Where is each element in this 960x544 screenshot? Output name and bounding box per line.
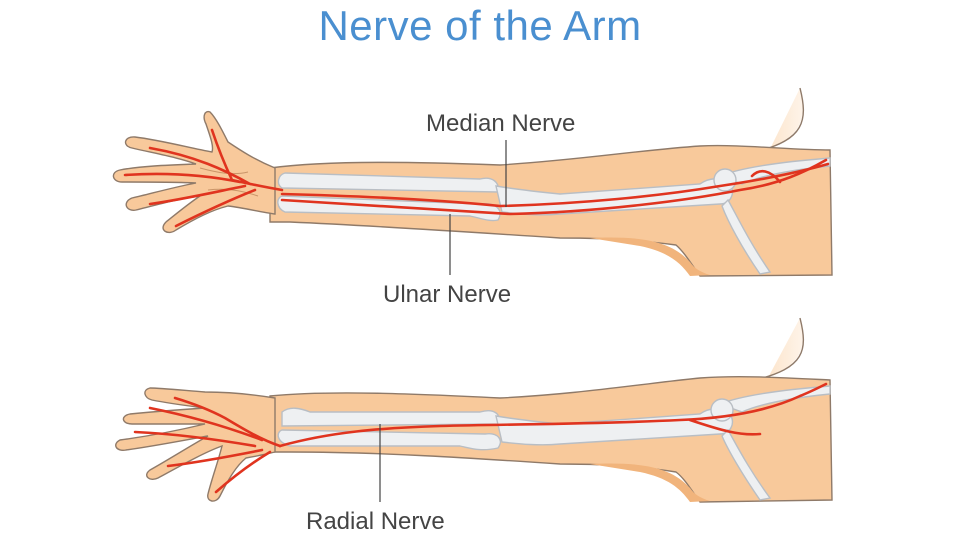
- top-hand: [112, 110, 276, 234]
- median-nerve-label: Median Nerve: [426, 110, 576, 137]
- bottom-arm: [115, 317, 833, 503]
- radial-nerve-label: Radial Nerve: [306, 508, 445, 535]
- top-nerves: [123, 128, 830, 228]
- top-arm: [112, 87, 833, 277]
- radial-nerve-path: [278, 382, 828, 448]
- bottom-nerves: [133, 382, 828, 494]
- page-title: Nerve of the Arm: [318, 2, 642, 49]
- median-nerve-path: [280, 162, 830, 208]
- bottom-hand: [115, 387, 276, 502]
- ulnar-nerve-label: Ulnar Nerve: [383, 281, 512, 308]
- ulnar-nerve-path: [280, 158, 828, 216]
